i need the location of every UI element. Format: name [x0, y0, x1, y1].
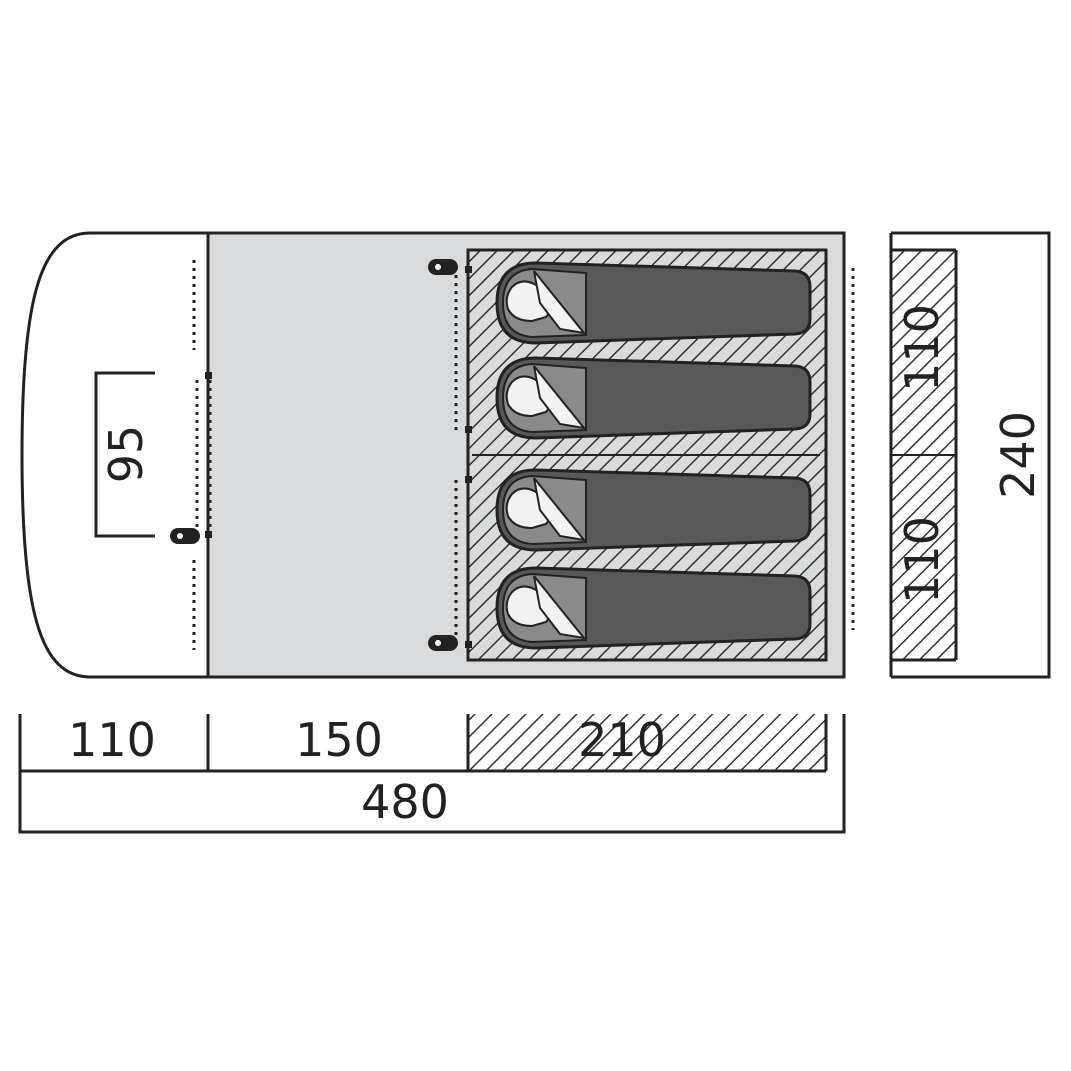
zip-end: [465, 426, 472, 433]
sleeping-bag-flap: [533, 365, 587, 430]
door-height-bracket: [94, 371, 155, 538]
vestibule-length-label: 110: [68, 713, 156, 767]
width-dimensions: 110 110 240: [889, 231, 1051, 679]
total-width-label: 240: [991, 411, 1045, 499]
bedroom-width-top-label: 110: [895, 304, 949, 392]
zip-end: [465, 266, 472, 273]
total-width-bracket: [891, 231, 1051, 679]
door-height-label: 95: [99, 425, 153, 484]
vestibule-area: [20, 231, 210, 679]
length-dimensions: 110 150 210 480: [18, 713, 846, 834]
bedroom-length-label: 210: [578, 713, 666, 767]
sleeping-bag-flap: [533, 477, 587, 542]
toggle-icon: [428, 259, 458, 275]
sleeping-bag: [495, 356, 812, 440]
sleeping-bags: [495, 261, 812, 650]
total-length-bracket: [18, 714, 846, 834]
door-zips: [192, 260, 855, 650]
zip-end: [205, 372, 212, 379]
zip-end: [205, 531, 212, 538]
toggle-icon: [428, 635, 458, 651]
bedroom-length-hatch: [468, 714, 826, 771]
sleeping-bag: [495, 468, 812, 552]
zip-ends: [205, 266, 472, 648]
zip-end: [465, 476, 472, 483]
sleeping-bag: [495, 261, 812, 345]
toggle-icon: [170, 528, 200, 544]
tent-plan: 95: [20, 231, 855, 679]
sleeping-bag: [495, 566, 812, 650]
bedroom-width-bottom-label: 110: [895, 516, 949, 604]
living-length-label: 150: [295, 713, 383, 767]
total-length-label: 480: [361, 775, 449, 829]
zip-end: [465, 641, 472, 648]
sleeping-bag-flap: [533, 270, 587, 335]
door-toggles: [170, 259, 458, 651]
sleeping-bag-flap: [533, 575, 587, 640]
